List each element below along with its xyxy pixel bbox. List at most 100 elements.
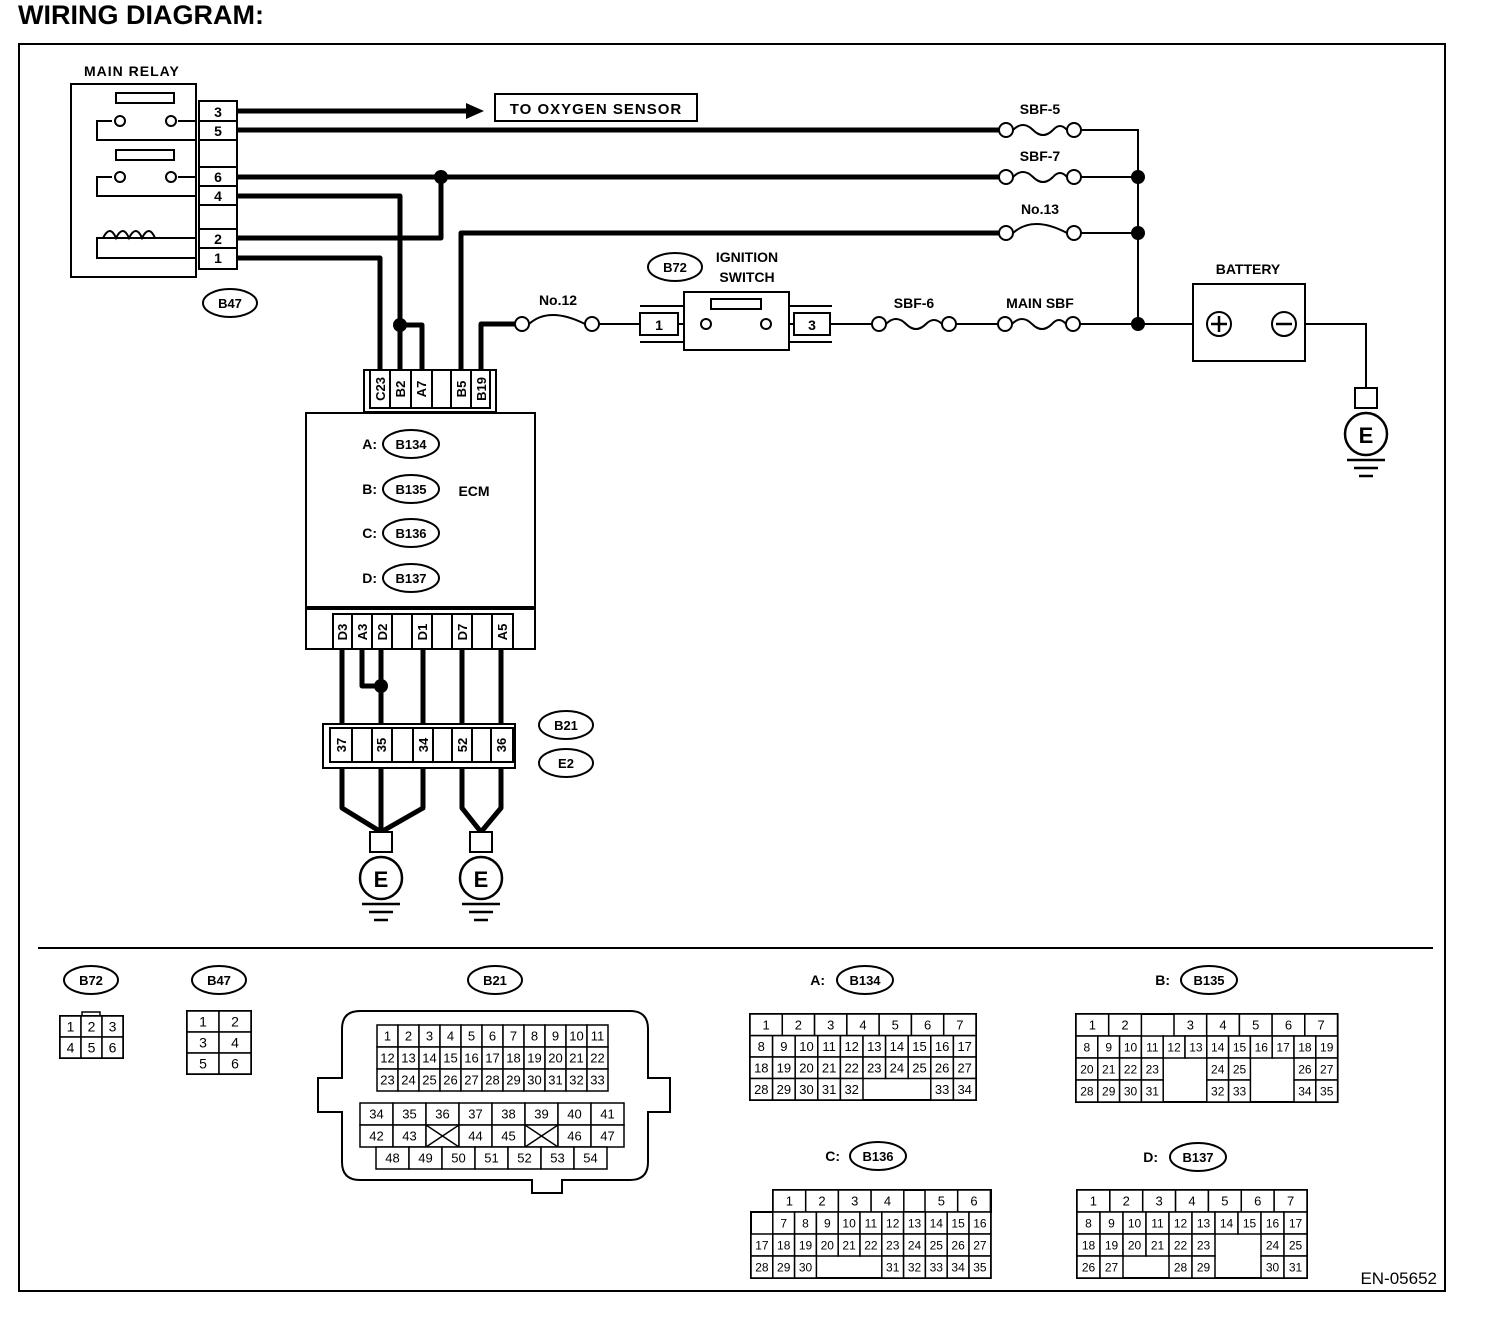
connector-pin-number: 4 (1219, 1018, 1226, 1033)
connector-pin-number: 18 (506, 1051, 520, 1066)
connector-pin-number: 48 (385, 1151, 399, 1166)
connector-pin-number: 15 (1243, 1216, 1257, 1230)
connector-pin-cell (1227, 1079, 1252, 1103)
connector-pin-number: 23 (867, 1060, 881, 1075)
connector-pin-number: 5 (938, 1194, 945, 1209)
connector-pin-number: 3 (426, 1029, 433, 1044)
connector-pin-number: 27 (1320, 1062, 1334, 1076)
connector-pin-number: 17 (485, 1051, 499, 1066)
connector-pin-number: 47 (600, 1129, 614, 1144)
connector-pin-number: 1 (199, 1014, 207, 1030)
connector-pin-number: 5 (892, 1017, 899, 1032)
connector-pin-number: 32 (908, 1260, 922, 1274)
ground-ecm-2: E (458, 830, 504, 922)
thin-wires (598, 129, 1367, 388)
connector-pin-number: 26 (443, 1073, 457, 1088)
connector-pin-number: 25 (930, 1238, 944, 1252)
ground-symbol-label: E (374, 867, 389, 892)
connector-pin-number: 14 (890, 1039, 904, 1054)
connector-pin-number: 15 (443, 1051, 457, 1066)
connector-pin-number: 24 (1266, 1238, 1280, 1252)
connector-pin-number: 19 (1320, 1040, 1334, 1054)
connector-pin-number: 30 (1266, 1260, 1280, 1274)
main-relay: MAIN RELAY 3 5 6 (70, 63, 258, 318)
connector-pin-number: 10 (799, 1039, 813, 1054)
connector-pin-number: 5 (88, 1040, 96, 1056)
connector-pin-number: 10 (1128, 1216, 1142, 1230)
wire-harness (238, 108, 1000, 835)
junction-dots (374, 170, 1145, 693)
connector-view-code: B134 (849, 973, 881, 988)
connector-pin-number: 31 (1146, 1084, 1160, 1098)
connector-pin-number: 21 (569, 1051, 583, 1066)
connector-pin-number: 11 (1146, 1040, 1159, 1054)
connector-pin-number: 28 (1174, 1260, 1188, 1274)
connector-pin-number: 18 (777, 1238, 791, 1252)
connector-pin-number: 29 (506, 1073, 520, 1088)
connector-pin-number: 41 (600, 1107, 614, 1122)
connector-code-e2: E2 (558, 756, 574, 771)
connector-pin-number: 33 (935, 1082, 949, 1097)
joint-pin-37: 37 (334, 738, 349, 752)
connector-pin-number: 12 (886, 1216, 900, 1230)
connector-pin-number: 11 (591, 1029, 605, 1044)
connector-pin-number: 27 (957, 1060, 971, 1075)
ecm-pin-c23: C23 (373, 377, 388, 401)
connector-pin-number: 26 (935, 1060, 949, 1075)
connector-pin-number: 24 (890, 1060, 904, 1075)
connector-pin-number: 23 (1197, 1238, 1211, 1252)
connector-pin-number: 28 (755, 1260, 769, 1274)
connector-pin-cell (101, 1036, 124, 1059)
connector-pin-number: 12 (1174, 1216, 1188, 1230)
ignition-terminal-1: 1 (655, 317, 663, 333)
connector-code-b72: B72 (663, 260, 687, 275)
connector-pin-number: 13 (1197, 1216, 1211, 1230)
connector-code-b137: B137 (395, 571, 426, 586)
connector-pin-cell (839, 1077, 864, 1101)
connector-pin-number: 50 (451, 1151, 465, 1166)
ground-ecm-1: E (358, 830, 404, 922)
connector-pin-number: 13 (908, 1216, 922, 1230)
connector-pin-number: 25 (1289, 1238, 1303, 1252)
connector-pin-number: 14 (422, 1051, 436, 1066)
connector-pin-number: 6 (231, 1056, 239, 1072)
connector-pin-number: 16 (464, 1051, 478, 1066)
connector-pin-number: 19 (777, 1060, 791, 1075)
connector-pin-number: 10 (1124, 1040, 1138, 1054)
connector-pin-number: 12 (380, 1051, 394, 1066)
connector-pin-number: 44 (468, 1129, 482, 1144)
page-title: WIRING DIAGRAM: (18, 0, 264, 30)
connector-pin-number: 3 (827, 1017, 834, 1032)
connector-pin-number: 5 (1252, 1018, 1259, 1033)
ecm-pin-a5: A5 (495, 624, 510, 641)
connector-pin-number: 18 (1298, 1040, 1312, 1054)
connector-pin-number: 4 (884, 1194, 891, 1209)
connector-pin-number: 2 (795, 1017, 802, 1032)
joint-pin-36: 36 (494, 738, 509, 752)
connector-pin-number: 26 (1082, 1260, 1096, 1274)
connector-pin-number: 22 (864, 1238, 878, 1252)
connector-pin-number: 3 (1187, 1018, 1194, 1033)
ecm-connector-prefix-d: D: (362, 570, 377, 586)
ecm-connector-prefix-b: B: (362, 481, 377, 497)
connector-pin-number: 6 (1254, 1194, 1261, 1209)
connector-pin-cell (1099, 1255, 1124, 1279)
connector-pin-number: 21 (1102, 1062, 1116, 1076)
connector-pin-number: 2 (231, 1014, 239, 1030)
joint-pin-35: 35 (374, 738, 389, 752)
connector-pin-number: 23 (1146, 1062, 1160, 1076)
connector-pin-number: 34 (951, 1260, 965, 1274)
connector-pin-number: 22 (844, 1060, 858, 1075)
connector-pin-number: 18 (754, 1060, 768, 1075)
connector-pin-number: 21 (822, 1060, 836, 1075)
ecm-pin-a7: A7 (414, 381, 429, 398)
connector-pin-number: 6 (1285, 1018, 1292, 1033)
connector-view-prefix: C: (825, 1148, 840, 1164)
